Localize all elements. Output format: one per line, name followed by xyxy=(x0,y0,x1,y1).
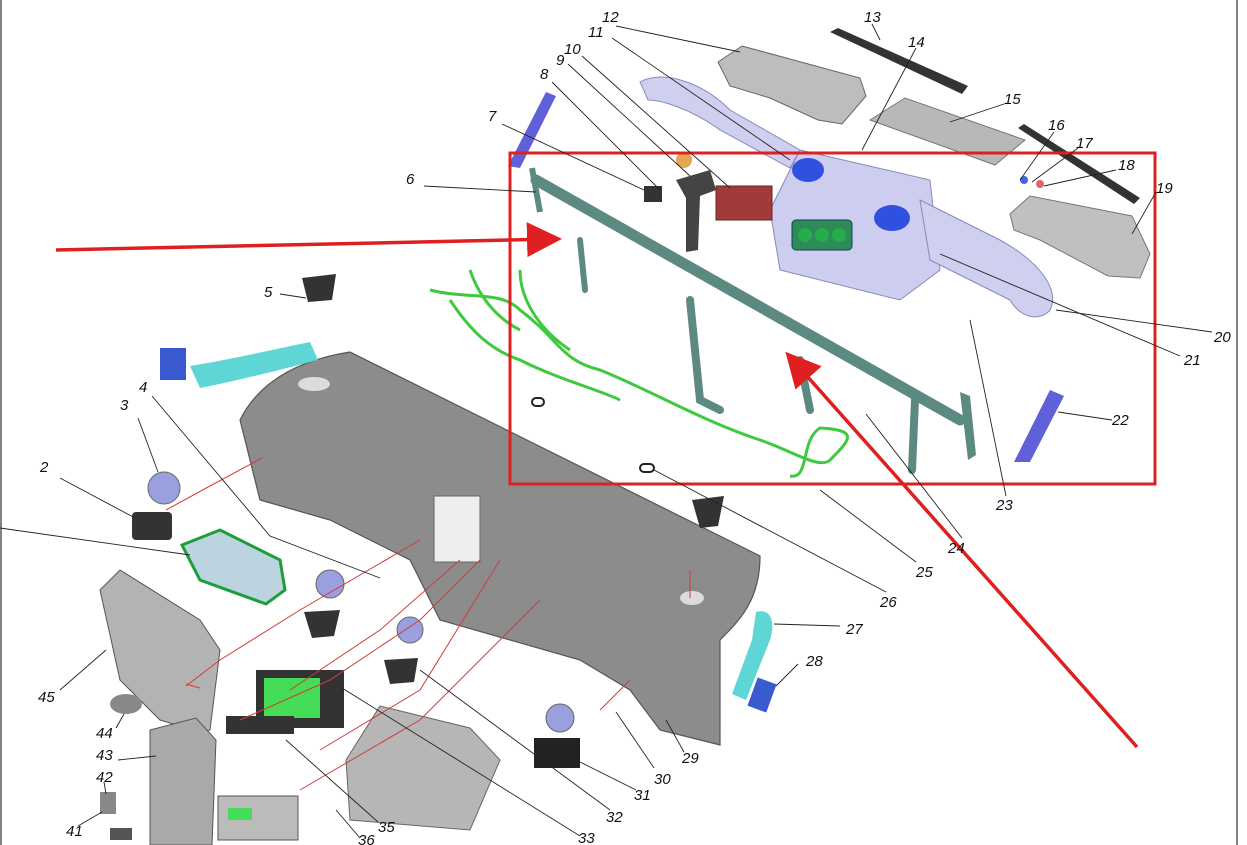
callout-17: 17 xyxy=(1076,135,1093,152)
callout-33: 33 xyxy=(578,830,595,845)
part-28-grille xyxy=(747,677,777,713)
callout-5: 5 xyxy=(264,284,273,301)
callout-25: 25 xyxy=(915,564,933,581)
part-wiring-harness xyxy=(429,269,849,478)
assembly-leaders xyxy=(165,457,691,791)
callout-41: 41 xyxy=(66,823,83,840)
part-43-bezel xyxy=(149,717,217,845)
callout-6: 6 xyxy=(406,171,415,188)
callout-43: 43 xyxy=(96,747,113,764)
callout-3: 3 xyxy=(120,397,129,414)
callout-23: 23 xyxy=(995,497,1013,514)
callout-27: 27 xyxy=(845,621,863,638)
part-18-clip xyxy=(1036,180,1044,188)
callout-20: 20 xyxy=(1213,329,1231,346)
callout-42: 42 xyxy=(96,769,113,786)
callout-22: 22 xyxy=(1111,412,1129,429)
part-12-cover xyxy=(717,45,867,125)
callout-19: 19 xyxy=(1156,180,1173,197)
part-dashboard-panel xyxy=(239,351,761,746)
part-21-control-panel xyxy=(791,219,853,251)
callout-8: 8 xyxy=(540,66,549,83)
callout-labels: 2 3 4 5 6 7 8 9 10 11 12 13 14 15 16 17 … xyxy=(38,9,1231,845)
part-22-bracket xyxy=(1014,390,1064,462)
callout-36: 36 xyxy=(358,832,375,845)
part-vent-round-b xyxy=(396,616,424,644)
callout-13: 13 xyxy=(864,9,881,26)
part-31-switch xyxy=(534,738,580,768)
part-26-ring xyxy=(639,463,655,473)
callout-45: 45 xyxy=(38,689,55,706)
part-42-bracket xyxy=(100,792,116,814)
part-2-switch xyxy=(132,512,172,540)
part-vent-round-c xyxy=(545,703,575,733)
callout-14: 14 xyxy=(908,34,925,51)
callout-7: 7 xyxy=(488,108,497,125)
part-9-bracket xyxy=(676,170,716,252)
part-41-clip xyxy=(110,828,132,840)
part-45-bezel xyxy=(99,569,221,733)
callout-29: 29 xyxy=(681,750,699,767)
part-13-seal xyxy=(830,28,968,94)
part-27-duct xyxy=(732,611,773,700)
part-bracket-blue-top xyxy=(508,92,556,168)
part-3-vent xyxy=(147,471,181,505)
red-arrow-right xyxy=(785,351,1139,749)
callout-11: 11 xyxy=(588,24,604,41)
callout-10: 10 xyxy=(564,41,581,58)
callout-32: 32 xyxy=(606,809,623,826)
part-1-instrument-cluster xyxy=(179,528,287,606)
part-vent-cup-b xyxy=(384,658,418,684)
part-7-switch xyxy=(644,186,662,202)
callout-24: 24 xyxy=(947,540,965,557)
callout-21: 21 xyxy=(1183,352,1201,369)
callout-9: 9 xyxy=(556,52,565,69)
part-cyan-duct-left xyxy=(190,342,318,388)
callout-12: 12 xyxy=(602,9,619,26)
part-glove-box xyxy=(345,705,501,831)
callout-30: 30 xyxy=(654,771,671,788)
part-blue-vent-left xyxy=(160,348,186,380)
part-vent-blue-left xyxy=(792,158,824,182)
part-ring-left xyxy=(531,397,545,407)
callout-31: 31 xyxy=(634,787,651,804)
callout-35: 35 xyxy=(378,819,395,836)
red-arrow-left xyxy=(55,222,562,258)
part-16-seal xyxy=(1018,124,1140,204)
callout-leaders xyxy=(0,23,1213,839)
part-5-vent-cup xyxy=(302,274,336,302)
callout-18: 18 xyxy=(1118,157,1135,174)
highlight-box xyxy=(508,151,1157,486)
callout-15: 15 xyxy=(1004,91,1021,108)
part-vent-round-a xyxy=(315,569,345,599)
part-vent-cup-right xyxy=(692,496,724,528)
part-vent-blue-right xyxy=(874,205,910,231)
part-8-plug xyxy=(676,152,692,168)
part-17-clip xyxy=(1020,176,1028,184)
part-vent-cup-a xyxy=(304,610,340,638)
callout-26: 26 xyxy=(879,594,897,611)
callout-44: 44 xyxy=(96,725,113,742)
part-19-cover xyxy=(1009,195,1151,279)
callout-28: 28 xyxy=(805,653,823,670)
callout-2: 2 xyxy=(39,459,49,476)
part-44-cap xyxy=(110,694,142,714)
part-15-panel xyxy=(868,97,1026,166)
callout-4: 4 xyxy=(139,379,147,396)
part-35-switch-block xyxy=(226,716,294,734)
part-10-module xyxy=(715,185,773,221)
callout-16: 16 xyxy=(1048,117,1065,134)
